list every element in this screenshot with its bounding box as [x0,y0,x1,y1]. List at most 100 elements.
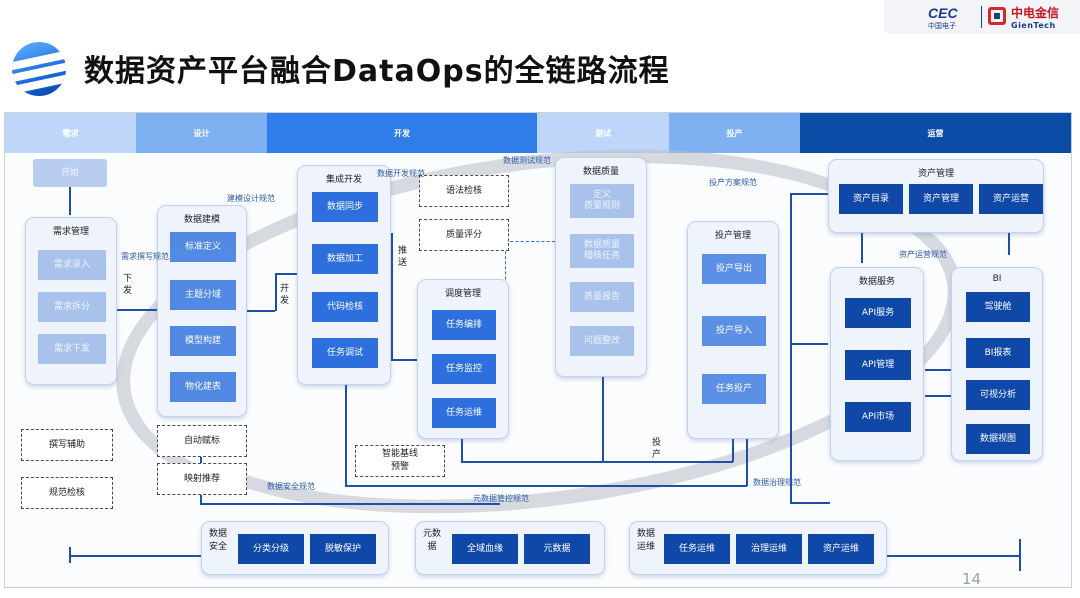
connector-release-up [732,439,734,462]
block-issue-remediation: 问题整改 [570,326,634,356]
block-demand-split: 需求拆分 [38,292,106,322]
connector-demand-modeling [117,309,157,311]
connector-start-demand [69,187,71,215]
label-governance-spec: 数据治理规范 [753,478,801,487]
block-quality-report: 质量报告 [570,282,634,312]
block-visual-analysis: 可视分析 [966,380,1030,410]
label-metadata-spec: 元数据管控规范 [473,494,529,503]
label-demand-spec: 需求撰写规范 [121,252,169,261]
panel-data-security: 数据 安全 分类分级 脱敏保护 [201,521,389,575]
block-cockpit: 驾驶舱 [966,292,1030,322]
connector-bottom-loop-up [746,413,748,486]
dashed-mapping-recommend: 映射推荐 [157,463,247,495]
block-asset-mgmt: 资产管理 [909,184,973,214]
start-node: 开始 [33,159,107,187]
connector-asset-bi [1008,233,1010,255]
block-model-build: 模型构建 [170,326,236,356]
panel-integration-dev: 集成开发 数据同步 数据加工 代码检核 任务调试 [297,165,391,385]
bottom-right-line [887,555,1019,557]
label-dev-spec: 数据开发规范 [377,169,425,178]
phase-develop: 开发 [267,113,537,153]
block-data-processing: 数据加工 [312,244,378,274]
label-test-spec: 数据测试规范 [503,156,551,165]
connector-modeling-integration-h [247,310,275,312]
connector-scheduling-release-h [461,461,733,463]
connector-release-operate [790,193,792,503]
block-governance-ops: 治理运维 [736,534,802,564]
connector-security-metadata [200,503,500,505]
block-api-market: API市场 [845,402,911,432]
panel-title: 集成开发 [325,175,362,185]
gientech-logo-cn: 中电金信 [1011,6,1060,20]
block-asset-catalog: 资产目录 [839,184,903,214]
globe-stripes-icon [12,42,66,96]
block-classification: 分类分级 [238,534,304,564]
block-data-view: 数据视图 [966,424,1030,454]
block-release-export: 投产导出 [702,254,766,284]
connector-modeling-integration-v [275,273,277,311]
connector-integration-scheduling-v [391,233,393,359]
phase-bar: 需求 设计 开发 测试 投产 运营 [5,113,1071,153]
category-label: 数据 安全 [208,529,227,552]
block-define-quality-rules: 定义 质量规则 [570,184,634,218]
panel-data-quality: 数据质量 定义 质量规则 数据质量 稽核任务 质量报告 问题整改 [555,157,647,377]
dataops-flow-diagram: 需求 设计 开发 测试 投产 运营 [4,100,1072,588]
connector-bottom-loop [345,485,747,487]
dashed-syntax-check: 语法检核 [419,175,509,207]
connector-operate-top [790,193,828,195]
block-task-release: 任务投产 [702,374,766,404]
panel-title: 数据建模 [183,215,220,225]
panel-demand-management: 需求管理 需求录入 需求拆分 需求下发 [25,217,117,385]
connector-quality-scheduling-dashed [505,241,555,325]
connector-bi-api [925,369,951,371]
block-api-management: API管理 [845,350,911,380]
category-label: 元数 据 [422,529,441,552]
phase-design: 设计 [136,113,267,153]
phase-release: 投产 [669,113,800,153]
label-release-spec: 投产方案规范 [709,178,757,187]
panel-data-ops: 数据 运维 任务运维 治理运维 资产运维 [629,521,887,575]
block-task-orchestration: 任务编排 [432,310,496,340]
panel-title: 投产管理 [714,231,751,241]
dashed-writing-assist: 撰写辅助 [21,429,113,461]
label-develop: 开 发 [279,284,289,306]
connector-operate-mid [790,343,828,345]
block-metadata: 元数据 [524,534,590,564]
gientech-logo-en: GienTech [1011,21,1056,30]
panel-title: 资产管理 [917,169,954,179]
connector-scheduling-release-v [461,438,463,462]
panel-data-modeling: 数据建模 标准定义 主题分域 模型构建 物化建表 [157,205,247,417]
phase-test: 测试 [537,113,669,153]
block-demand-entry: 需求录入 [38,250,106,280]
block-bi-report: BI报表 [966,338,1030,368]
panel-title: 需求管理 [52,227,89,237]
block-task-ops: 任务运维 [432,398,496,428]
phase-demand: 需求 [5,113,136,153]
label-design-spec: 建模设计规范 [227,194,275,203]
dashed-auto-assign: 自动赋标 [157,425,247,457]
connector-quality-down [602,375,604,463]
dashed-spec-check: 规范检核 [21,477,113,509]
block-global-lineage: 全域血缘 [452,534,518,564]
block-quality-audit-task: 数据质量 稽核任务 [570,234,634,268]
panel-asset-management: 资产管理 资产目录 资产管理 资产运营 [828,159,1044,233]
dashed-quality-score: 质量评分 [419,219,509,251]
block-data-sync: 数据同步 [312,192,378,222]
label-push: 推 送 [397,246,407,268]
logo-bar: CEC 中国电子 中电金信 GienTech [884,0,1080,34]
bottom-right-tick [1019,539,1021,571]
category-label: 数据 运维 [636,529,655,552]
block-api-service: API服务 [845,298,911,328]
block-demand-issue: 需求下发 [38,334,106,364]
cec-logo: CEC [928,5,958,21]
block-task-monitor: 任务监控 [432,354,496,384]
panel-title: 数据质量 [582,167,619,177]
connector-modeling-integration-h2 [275,273,297,275]
connector-asset-service [861,233,863,263]
label-security-spec: 数据安全规范 [267,482,315,491]
page-title: 数据资产平台融合DataOps的全链路流程 [84,54,670,89]
label-release: 投 产 [651,438,661,460]
connector-bi-api-2 [925,395,951,397]
block-task-debug: 任务调试 [312,338,378,368]
